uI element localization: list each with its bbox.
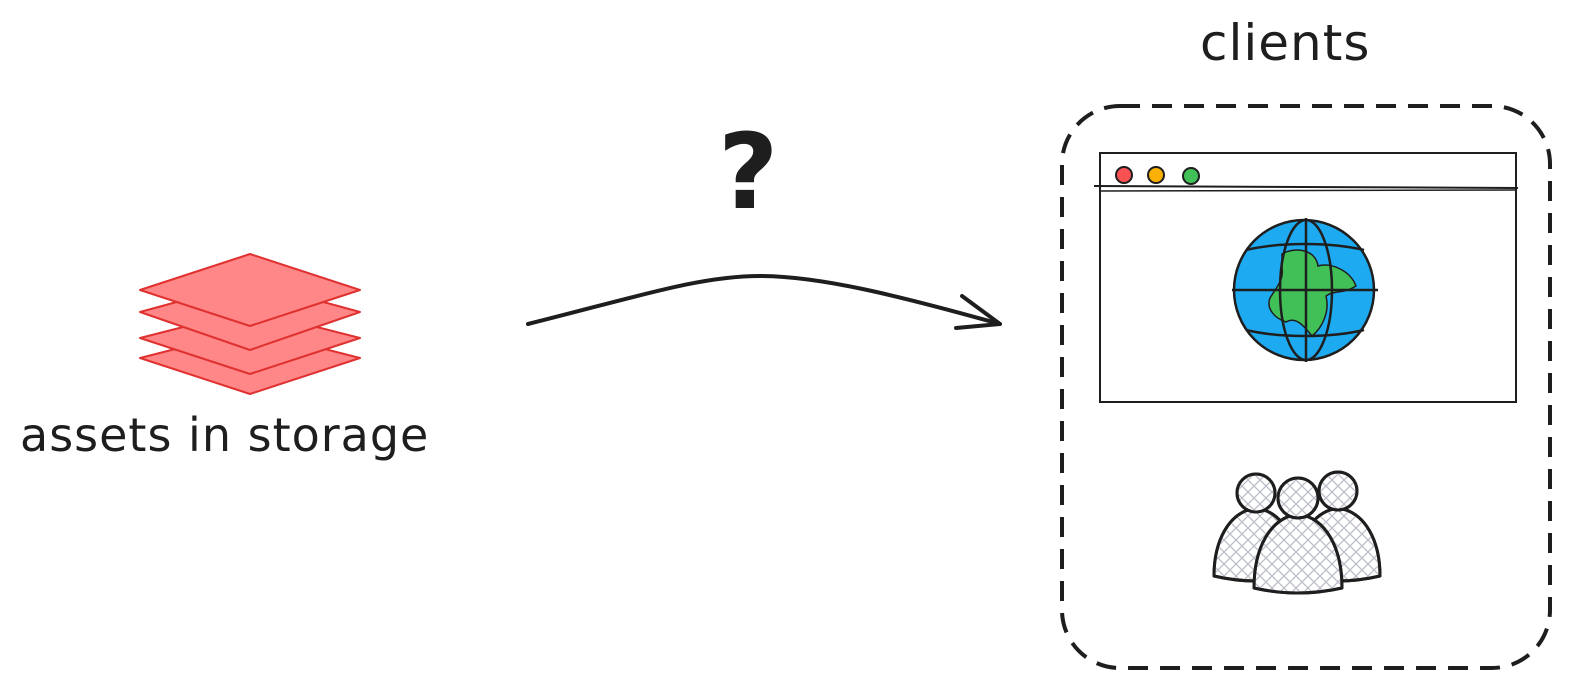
- stacked-layers-icon: [139, 253, 361, 395]
- globe-icon: [1232, 218, 1378, 362]
- question-mark-label: ?: [718, 111, 780, 233]
- clients-label: clients: [1200, 14, 1371, 72]
- window-close-dot: [1115, 166, 1133, 184]
- window-maximize-dot: [1182, 167, 1200, 185]
- clients-container: [1060, 104, 1552, 670]
- window-minimize-dot: [1147, 166, 1165, 184]
- assets-in-storage-label: assets in storage: [20, 408, 430, 462]
- arrow-connector: [526, 274, 1002, 330]
- user-group-icon: [1212, 470, 1382, 595]
